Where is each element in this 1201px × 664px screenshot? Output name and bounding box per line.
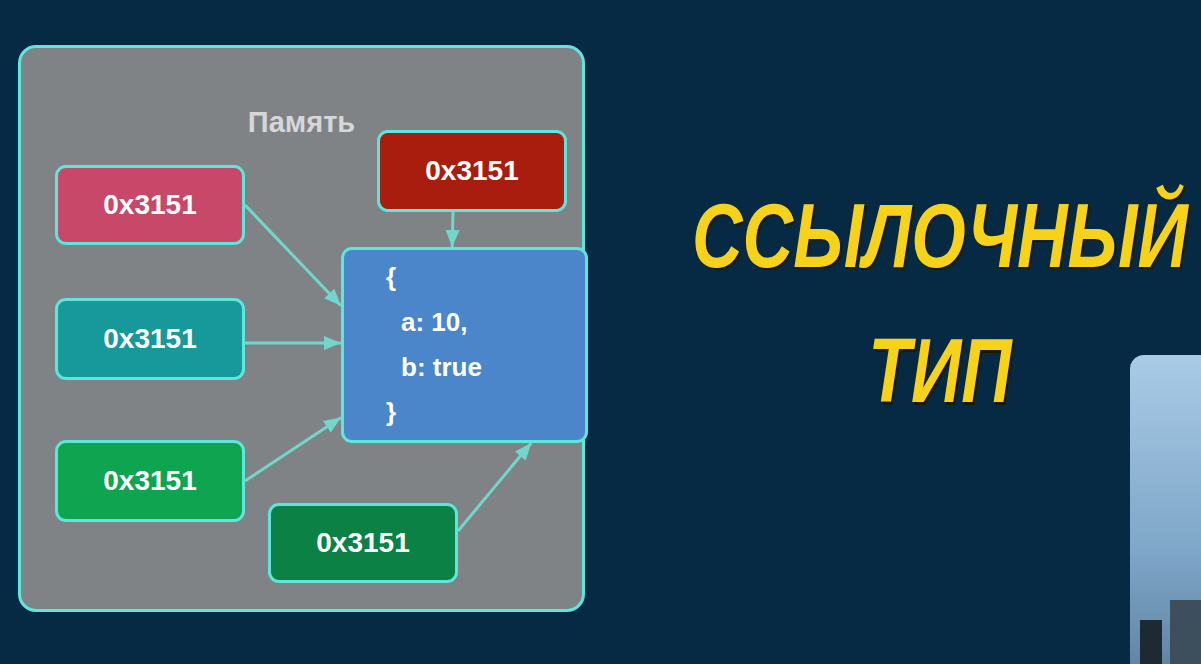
reference-box: 0x3151 <box>55 165 245 245</box>
reference-arrow <box>458 443 531 531</box>
address-text: 0x3151 <box>103 189 196 221</box>
reference-arrow <box>451 212 455 247</box>
code-line: { <box>386 255 585 300</box>
reference-arrow <box>245 418 341 481</box>
address-text: 0x3151 <box>425 155 518 187</box>
reference-box: 0x3151 <box>55 440 245 522</box>
reference-arrow <box>245 205 341 306</box>
object-box: {a: 10,b: true} <box>341 247 588 443</box>
address-text: 0x3151 <box>103 465 196 497</box>
memory-panel: Память0x31510x3151{a: 10,b: true}0x31510… <box>18 45 585 612</box>
reference-arrow <box>245 342 341 345</box>
address-text: 0x3151 <box>316 527 409 559</box>
code-line: } <box>386 390 585 435</box>
reference-box: 0x3151 <box>377 130 567 212</box>
reference-box: 0x3151 <box>55 298 245 380</box>
address-text: 0x3151 <box>103 323 196 355</box>
code-line: a: 10, <box>401 300 585 345</box>
code-line: b: true <box>401 345 585 390</box>
reference-box: 0x3151 <box>268 503 458 583</box>
heading-title: ССЫЛОЧНЫЙ ТИП <box>680 168 1200 438</box>
